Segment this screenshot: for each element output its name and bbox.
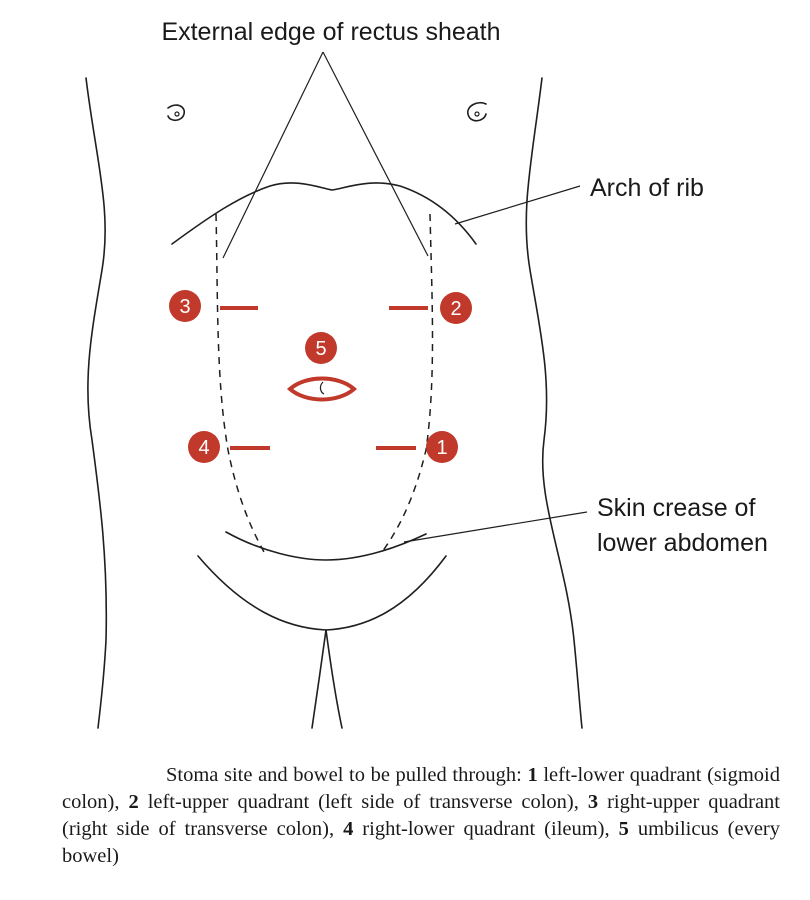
caption-num: 1 xyxy=(527,764,538,786)
stoma-site-badge: 1 xyxy=(426,431,458,463)
svg-text:4: 4 xyxy=(198,437,209,459)
arch-of-rib-pointer xyxy=(454,185,581,225)
label-skin-crease-line1: Skin crease of xyxy=(597,494,755,522)
stoma-site-badge: 5 xyxy=(305,332,337,364)
caption-num: 4 xyxy=(343,818,354,840)
stoma-site-badge: 3 xyxy=(169,290,201,322)
label-skin-crease-line2: lower abdomen xyxy=(597,529,768,557)
svg-text:5: 5 xyxy=(315,338,326,360)
rectus-sheath-pointer-left xyxy=(222,51,324,259)
body-outline-right xyxy=(525,77,583,729)
nipple-right-dot xyxy=(474,111,480,117)
svg-text:1: 1 xyxy=(436,437,447,459)
skin-crease-pointer xyxy=(403,511,588,543)
caption-text: right-lower quadrant (ileum), xyxy=(353,818,619,840)
caption-intro: Stoma site and bowel to be pulled throug… xyxy=(166,764,528,786)
inner-thigh-right xyxy=(325,629,343,729)
stoma-site-badge: 2 xyxy=(440,292,472,324)
inner-thigh-left xyxy=(311,629,327,729)
caption-text: umbilicus (every bowel) xyxy=(62,818,781,867)
caption-num: 5 xyxy=(618,818,629,840)
skin-crease xyxy=(225,531,427,561)
rectus-sheath-right-edge xyxy=(381,213,434,553)
umbilicus xyxy=(319,381,325,395)
caption-num: 2 xyxy=(128,791,139,813)
rib-arch xyxy=(171,182,477,245)
figure-caption: Stoma site and bowel to be pulled throug… xyxy=(62,762,780,870)
umbilicus-stoma xyxy=(286,376,358,402)
nipple-left xyxy=(167,104,186,122)
caption-text: left-upper quadrant (left side of transv… xyxy=(138,791,588,813)
stoma-site-badge: 4 xyxy=(188,431,220,463)
rectus-sheath-left-edge xyxy=(215,213,265,553)
svg-text:3: 3 xyxy=(179,296,190,318)
caption-text: left-lower quadrant (sigmoid colon), xyxy=(62,764,780,813)
svg-text:2: 2 xyxy=(450,298,461,320)
caption-num: 3 xyxy=(587,791,599,813)
label-arch-of-rib: Arch of rib xyxy=(590,174,704,202)
body-outline-left xyxy=(85,77,108,729)
rectus-sheath-pointer-right xyxy=(322,51,429,257)
abdomen-diagram: External edge of rectus sheath Arch of r… xyxy=(85,18,768,729)
caption-text: right-upper quadrant (right side of tran… xyxy=(62,791,780,840)
nipple-right xyxy=(467,101,487,122)
groin-curve xyxy=(197,555,447,631)
nipple-left-dot xyxy=(174,111,180,117)
label-rectus-sheath: External edge of rectus sheath xyxy=(161,18,500,46)
